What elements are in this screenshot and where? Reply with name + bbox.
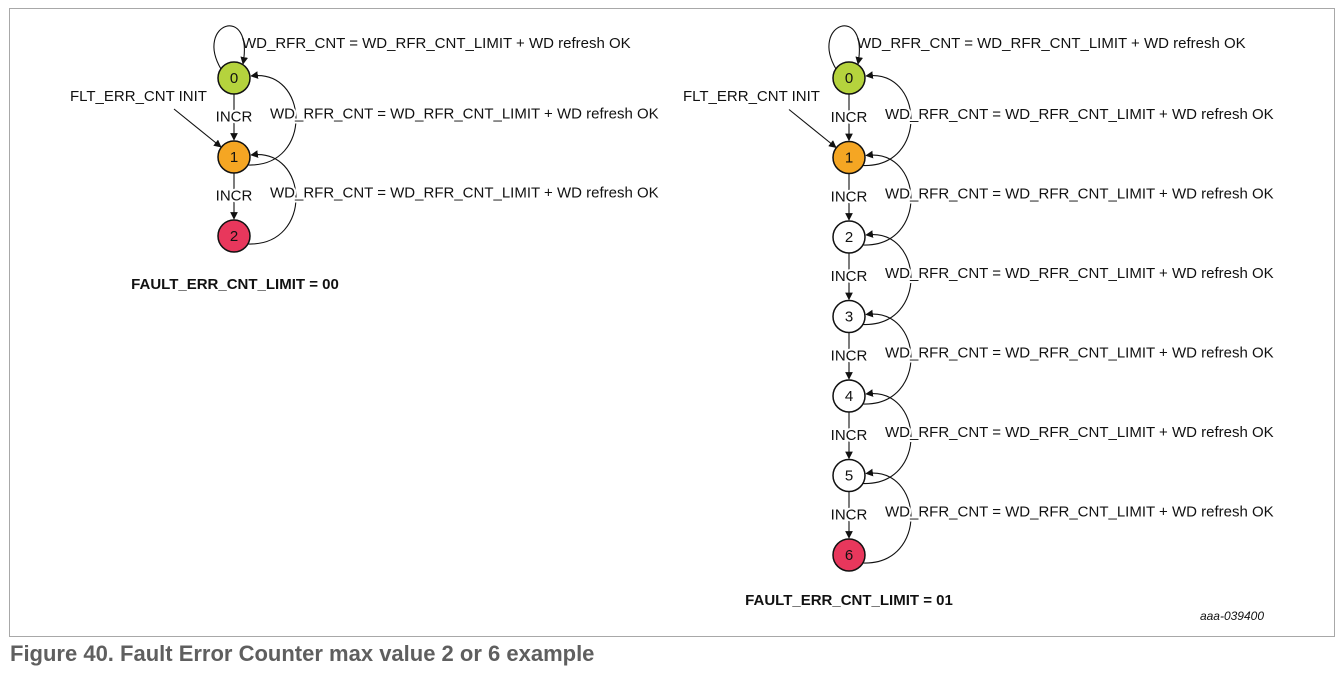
state-circle <box>832 379 866 413</box>
incr-label: INCR <box>216 109 253 126</box>
self-loop-arrow <box>213 25 249 70</box>
state-node-6: 6 <box>832 538 866 572</box>
state-label: 3 <box>845 309 853 326</box>
incr-label: INCR <box>831 188 868 205</box>
diagram-1: WD_RFR_CNT = WD_RFR_CNT_LIMIT + WD refre… <box>683 25 1276 609</box>
refresh-return-label: WD_RFR_CNT = WD_RFR_CNT_LIMIT + WD refre… <box>270 106 659 123</box>
diagram-title: FAULT_ERR_CNT_LIMIT = 01 <box>745 592 953 609</box>
incr-label: INCR <box>831 347 868 364</box>
state-circle <box>832 140 866 175</box>
state-node-1: 1 <box>832 140 866 175</box>
init-label: FLT_ERR_CNT INIT <box>70 88 207 105</box>
state-label: 0 <box>845 70 853 87</box>
state-label: 1 <box>230 149 238 166</box>
refresh-return-arrow <box>862 468 912 564</box>
state-label: 5 <box>845 468 853 485</box>
incr-label: INCR <box>216 188 253 205</box>
refresh-return-label: WD_RFR_CNT = WD_RFR_CNT_LIMIT + WD refre… <box>885 344 1274 361</box>
refresh-return-label: WD_RFR_CNT = WD_RFR_CNT_LIMIT + WD refre… <box>885 503 1274 520</box>
incr-label: INCR <box>831 268 868 285</box>
state-label: 4 <box>845 388 853 405</box>
state-node-0: 0 <box>217 61 251 95</box>
state-circle <box>832 61 866 95</box>
state-circle <box>217 219 251 253</box>
state-label: 1 <box>845 150 853 167</box>
refresh-return-label: WD_RFR_CNT = WD_RFR_CNT_LIMIT + WD refre… <box>270 185 659 202</box>
state-node-5: 5 <box>832 458 866 493</box>
refresh-return-label: WD_RFR_CNT = WD_RFR_CNT_LIMIT + WD refre… <box>885 265 1274 282</box>
refresh-return-arrow <box>247 71 297 166</box>
incr-label: INCR <box>831 506 868 523</box>
state-label: 2 <box>230 228 238 245</box>
init-arrow <box>788 109 837 148</box>
figure-caption: Figure 40. Fault Error Counter max value… <box>10 641 595 666</box>
refresh-return-label: WD_RFR_CNT = WD_RFR_CNT_LIMIT + WD refre… <box>885 106 1274 123</box>
figure-box <box>9 8 1335 637</box>
refresh-return-arrow <box>862 389 912 485</box>
incr-label: INCR <box>831 427 868 444</box>
refresh-return-arrow <box>862 230 912 326</box>
state-label: 2 <box>845 229 853 246</box>
state-circle <box>832 299 866 334</box>
state-node-3: 3 <box>832 299 866 334</box>
diagram-title: FAULT_ERR_CNT_LIMIT = 00 <box>131 276 339 293</box>
state-node-0: 0 <box>832 61 866 95</box>
state-circle <box>217 140 251 174</box>
state-node-1: 1 <box>217 140 251 174</box>
figure-code-label: aaa-039400 <box>1200 609 1264 623</box>
refresh-return-arrow <box>862 150 912 246</box>
refresh-return-label: WD_RFR_CNT = WD_RFR_CNT_LIMIT + WD refre… <box>885 424 1274 441</box>
state-circle <box>832 458 866 493</box>
state-label: 6 <box>845 547 853 564</box>
diagram-0: WD_RFR_CNT = WD_RFR_CNT_LIMIT + WD refre… <box>70 25 661 293</box>
init-arrow <box>173 108 222 148</box>
state-circle <box>217 61 251 95</box>
state-node-2: 2 <box>217 219 251 253</box>
state-node-4: 4 <box>832 379 866 413</box>
self-loop-label: WD_RFR_CNT = WD_RFR_CNT_LIMIT + WD refre… <box>857 35 1246 52</box>
self-loop-label: WD_RFR_CNT = WD_RFR_CNT_LIMIT + WD refre… <box>242 35 631 52</box>
state-node-2: 2 <box>832 220 866 254</box>
refresh-return-arrow <box>862 71 912 167</box>
state-label: 0 <box>230 70 238 87</box>
refresh-return-label: WD_RFR_CNT = WD_RFR_CNT_LIMIT + WD refre… <box>885 185 1274 202</box>
self-loop-arrow <box>828 25 864 70</box>
state-circle <box>832 220 866 254</box>
init-label: FLT_ERR_CNT INIT <box>683 88 820 105</box>
incr-label: INCR <box>831 109 868 126</box>
refresh-return-arrow <box>862 309 912 405</box>
refresh-return-arrow <box>247 150 297 245</box>
state-circle <box>832 538 866 572</box>
